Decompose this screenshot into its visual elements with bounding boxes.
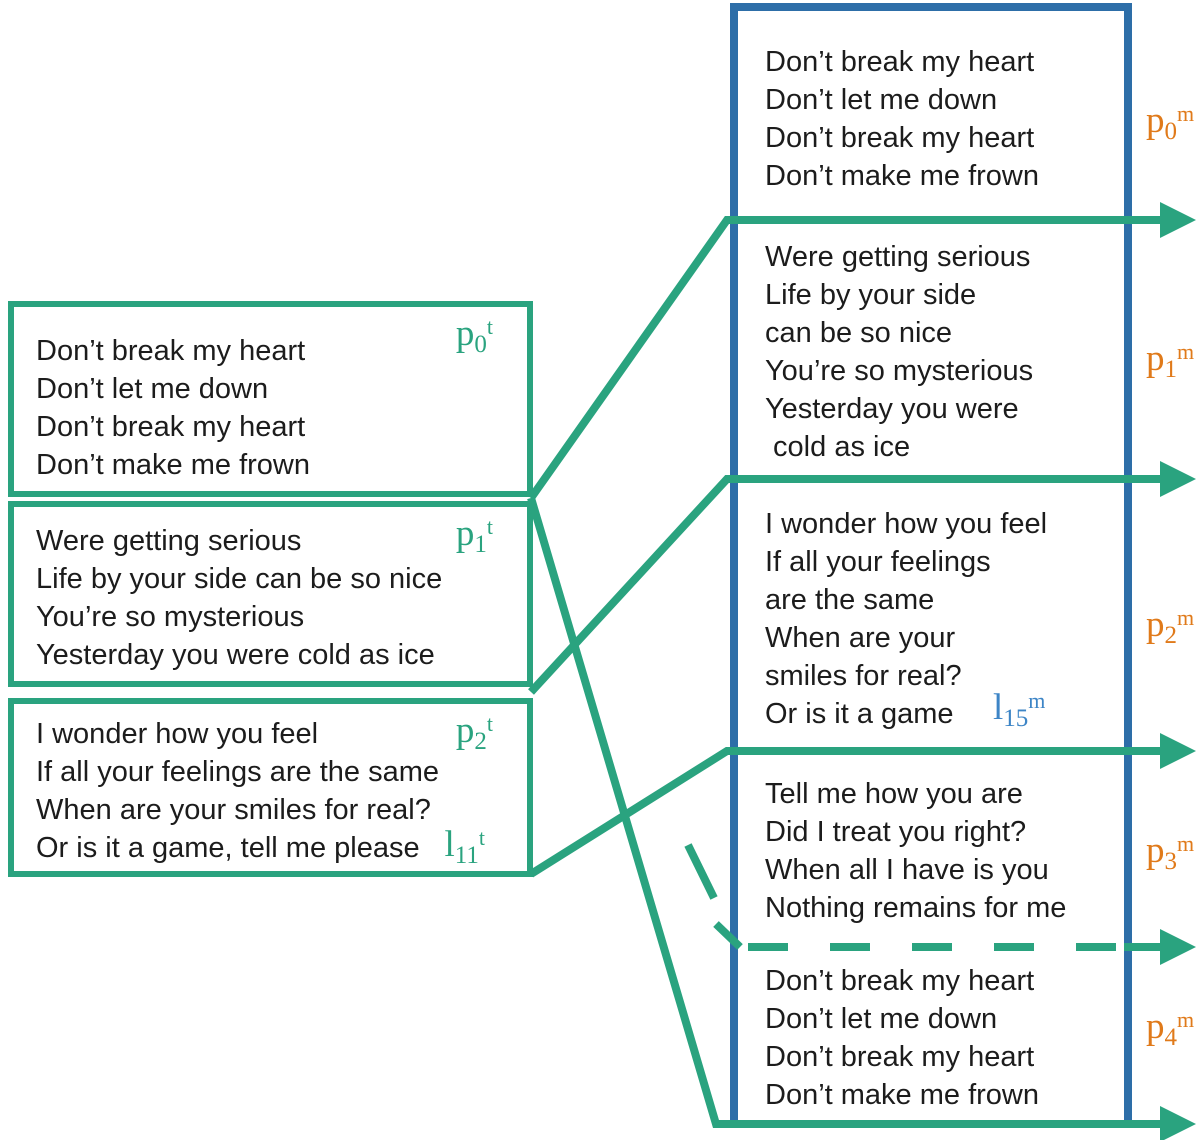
- label-sub: 1: [474, 531, 487, 558]
- paragraph-label-p3m: p3m: [1146, 830, 1195, 874]
- source-paragraph-box-p2t: p2t I wonder how you feel If all your fe…: [8, 698, 533, 877]
- label-sup: t: [486, 514, 493, 539]
- lyric-line: Don’t break my heart: [765, 965, 1035, 997]
- label-sup: m: [1177, 605, 1195, 630]
- lyric-line: Don’t let me down: [36, 373, 269, 405]
- lyric-line: are the same: [765, 584, 935, 616]
- lyric-line: When are your: [765, 622, 956, 654]
- arrowhead: [1160, 929, 1196, 965]
- label-sub: 15: [1003, 705, 1029, 732]
- label-base: p: [1146, 338, 1165, 379]
- arrowhead: [1160, 733, 1196, 769]
- lyric-line: If all your feelings are the same: [36, 756, 439, 788]
- lyric-line: Don’t let me down: [765, 1003, 998, 1035]
- lyric-line: cold as ice: [765, 431, 911, 463]
- lyric-line: Life by your side: [765, 279, 977, 311]
- lyric-line: Or is it a game, tell me please: [36, 832, 420, 864]
- lyric-line: Life by your side can be so nice: [36, 563, 443, 595]
- lyric-line: When are your smiles for real?: [36, 794, 431, 826]
- label-sup: t: [486, 314, 493, 339]
- lyric-line: Don’t make me frown: [765, 1079, 1039, 1111]
- lyric-line: If all your feelings: [765, 546, 991, 578]
- label-base: l: [993, 687, 1004, 728]
- paragraph-label-p2t: p2t: [455, 710, 493, 754]
- paragraph-label-p1t: p1t: [455, 513, 493, 557]
- arrowhead: [1160, 202, 1196, 238]
- label-sup: m: [1177, 1007, 1195, 1032]
- paragraph-label-p4m: p4m: [1146, 1006, 1195, 1050]
- label-base: p: [455, 710, 475, 751]
- lyric-line: Don’t break my heart: [765, 46, 1035, 78]
- arrowhead: [1160, 461, 1196, 497]
- lyric-line: Don’t let me down: [765, 84, 998, 116]
- label-sub: 4: [1164, 1024, 1178, 1051]
- music-paragraph-p4m: Don’t break my heart Don’t let me down D…: [765, 962, 1039, 1114]
- lyric-line: can be so nice: [765, 317, 953, 349]
- label-sup: t: [478, 825, 485, 850]
- music-paragraph-p3m: Tell me how you are Did I treat you righ…: [765, 775, 1066, 927]
- label-base: l: [444, 824, 455, 865]
- lyric-line: Don’t make me frown: [36, 449, 310, 481]
- label-sup: m: [1177, 339, 1195, 364]
- paragraph-label-p1m: p1m: [1146, 338, 1195, 382]
- alignment-dash-segment: [684, 843, 718, 900]
- lyric-line: Were getting serious: [36, 525, 302, 557]
- paragraph-label-p0t: p0t: [455, 313, 493, 357]
- lyric-line: You’re so mysterious: [36, 601, 305, 633]
- label-sup: m: [1177, 831, 1195, 856]
- label-sup: m: [1028, 688, 1046, 713]
- label-sub: 0: [474, 331, 487, 358]
- label-sub: 2: [474, 728, 487, 755]
- label-base: p: [1146, 604, 1165, 645]
- line-label-l11t: l11t: [444, 824, 485, 868]
- music-paragraph-p1m: Were getting serious Life by your side c…: [765, 238, 1033, 466]
- label-sub: 3: [1164, 848, 1178, 875]
- label-base: p: [1146, 1006, 1165, 1047]
- label-sub: 0: [1164, 118, 1178, 145]
- label-base: p: [1146, 830, 1165, 871]
- lyric-line: Don’t break my heart: [765, 122, 1035, 154]
- label-sub: 1: [1164, 356, 1178, 383]
- label-base: p: [455, 513, 475, 554]
- music-paragraph-p0m: Don’t break my heart Don’t let me down D…: [765, 43, 1039, 195]
- lyric-line: Don’t break my heart: [36, 411, 306, 443]
- lyric-line: Yesterday you were cold as ice: [36, 639, 435, 671]
- source-paragraph-box-p1t: p1t Were getting serious Life by your si…: [8, 501, 533, 687]
- label-sub: 11: [454, 842, 479, 869]
- label-sup: t: [486, 711, 493, 736]
- line-label-l15m: l15m: [993, 687, 1046, 731]
- lyric-line: I wonder how you feel: [765, 508, 1048, 540]
- lyric-line: Nothing remains for me: [765, 892, 1067, 924]
- music-paragraph-p2m: I wonder how you feel If all your feelin…: [765, 505, 1047, 733]
- label-base: p: [1146, 100, 1165, 141]
- paragraph-label-p0m: p0m: [1146, 100, 1195, 144]
- lyric-line: Tell me how you are: [765, 778, 1023, 810]
- paragraph-label-p2m: p2m: [1146, 604, 1195, 648]
- lyric-line: Did I treat you right?: [765, 816, 1027, 848]
- lyric-line: Were getting serious: [765, 241, 1031, 273]
- label-base: p: [455, 313, 475, 354]
- label-sub: 2: [1164, 622, 1178, 649]
- lyric-line: Don’t make me frown: [765, 160, 1039, 192]
- lyric-line: I wonder how you feel: [36, 718, 319, 750]
- source-paragraph-box-p0t: p0t Don’t break my heart Don’t let me do…: [8, 301, 533, 497]
- arrowhead: [1160, 1106, 1196, 1140]
- lyric-line: Yesterday you were: [765, 393, 1019, 425]
- lyric-line: When all I have is you: [765, 854, 1049, 886]
- lyric-line: Don’t break my heart: [765, 1041, 1035, 1073]
- lyric-line: You’re so mysterious: [765, 355, 1034, 387]
- lyric-line: Don’t break my heart: [36, 335, 306, 367]
- label-sup: m: [1177, 101, 1195, 126]
